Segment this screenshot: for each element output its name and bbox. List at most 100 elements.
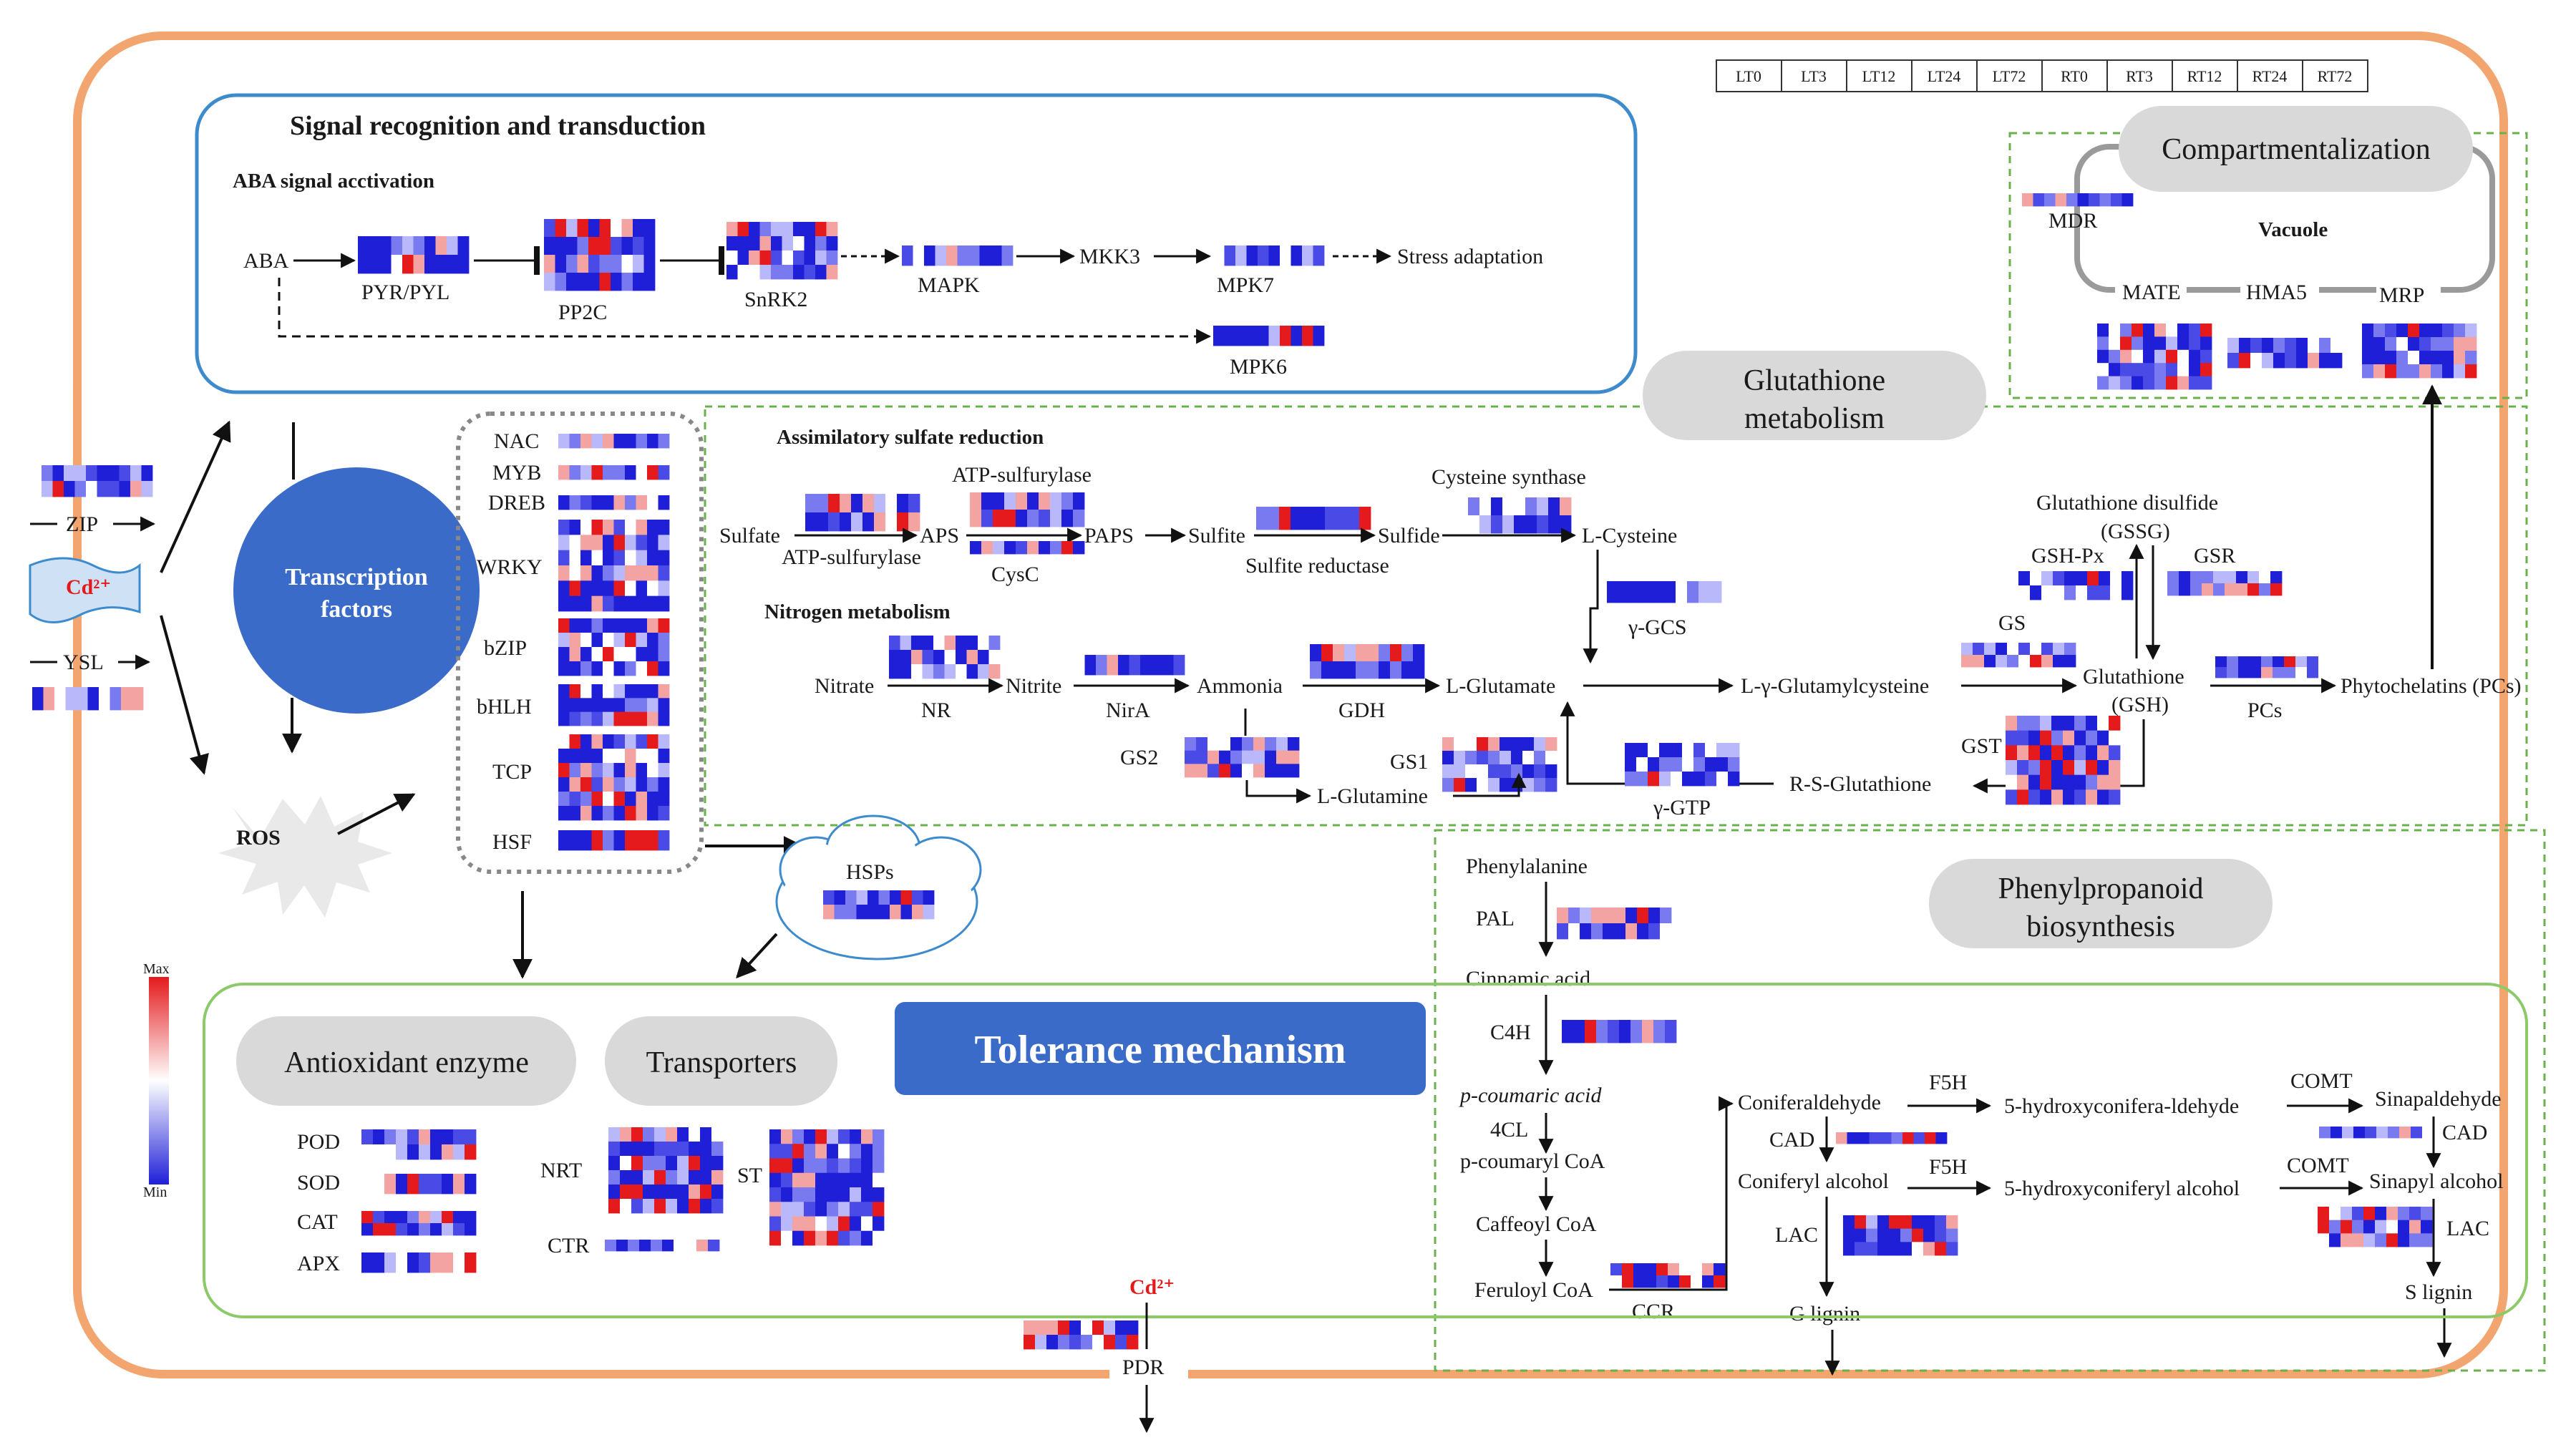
heatmap-cell (873, 1172, 885, 1188)
heatmap-cell (1641, 581, 1653, 603)
heatmap-cell (850, 1172, 862, 1188)
heatmap-cell (749, 236, 760, 251)
heatmap-cell (2121, 585, 2134, 600)
heatmap-cell (2064, 585, 2076, 600)
heatmap-cell (603, 535, 614, 551)
heatmap-cell (2422, 1127, 2434, 1139)
compartment-pill (2119, 106, 2473, 192)
heatmap-cell (625, 777, 636, 792)
heatmap-cell (1488, 751, 1500, 765)
heatmap-cell (1046, 1320, 1059, 1336)
heatmap-cell (1912, 1215, 1924, 1230)
enz-gamma-gcs: γ-GCS (1628, 616, 1687, 639)
heatmap-cell (2177, 349, 2189, 364)
heatmap-cell (465, 1144, 477, 1160)
heat-legend-bar (149, 977, 169, 1184)
heatmap-cell (1162, 655, 1174, 676)
heatmap-cell (1682, 757, 1694, 772)
heatmap-cell (631, 1156, 643, 1171)
heatmap-cell (2442, 351, 2454, 365)
heatmap-cell (1866, 1242, 1878, 1256)
met-l-gamma-glutamylcysteine: L-γ-Glutamylcysteine (1741, 674, 1929, 698)
heatmap-cell (711, 1199, 724, 1214)
heatmap-cell (956, 636, 967, 651)
heatmap-cell (453, 1129, 465, 1145)
heatmap-cell (64, 465, 75, 482)
heatmap-cell (558, 465, 570, 480)
heatmap-cell (2053, 571, 2065, 586)
heatmap-cell (1500, 737, 1512, 751)
heatmap-cell (613, 806, 626, 821)
heatmap-cell (2454, 364, 2466, 379)
heatmap-cell (1276, 764, 1288, 778)
heatmap-cell (636, 495, 648, 510)
heatmap-cell (1710, 581, 1722, 603)
heatmap-cell (2051, 760, 2064, 776)
heatmap-cell (1511, 778, 1523, 792)
heatmap-cell (1291, 507, 1303, 530)
heatmap-cell (633, 273, 644, 291)
heatmap (558, 684, 670, 726)
gene-pyr-pyl: PYR/PYL (361, 281, 449, 304)
heatmap-cell (625, 763, 636, 778)
hsps-cloud (775, 814, 982, 960)
heatmap-cell (620, 1170, 632, 1185)
heatmap-cell (603, 595, 614, 612)
heatmap-cell (2040, 789, 2052, 805)
heatmap-cell (361, 1211, 374, 1224)
heatmap-cell (2363, 1220, 2376, 1234)
heatmap-cell (2373, 351, 2386, 365)
heatmap-cell (2018, 655, 2031, 668)
heatmap-cell (988, 664, 1001, 679)
heatmap-cell (625, 633, 636, 648)
heatmap-cell (613, 647, 626, 662)
heatmap-cell (373, 1223, 385, 1236)
heatmap-cell (2177, 376, 2189, 390)
timepoint-label: RT0 (2061, 67, 2088, 85)
heatmap-cell (1630, 1020, 1643, 1043)
heatmap-cell (737, 265, 749, 280)
heatmap-cell (759, 265, 772, 280)
heatmap-cell (1573, 1020, 1585, 1043)
heatmap-cell (566, 237, 578, 256)
heatmap-cell (677, 1142, 689, 1157)
heatmap-cell (2017, 789, 2029, 805)
heatmap-cell (885, 512, 898, 532)
heatmap-cell (599, 255, 611, 273)
heatmap-cell (1185, 750, 1197, 764)
heatmap-cell (1061, 541, 1074, 555)
gene-mpk6: MPK6 (1230, 355, 1287, 379)
heatmap-cell (823, 890, 835, 905)
heatmap-cell (1310, 644, 1322, 662)
heatmap-cell (861, 1230, 873, 1246)
heatmap-cell (2007, 643, 2019, 656)
heatmap-cell (603, 734, 614, 749)
heatmap-cell (2110, 571, 2122, 586)
met-aps: APS (920, 524, 959, 548)
heatmap-cell (1984, 643, 1996, 656)
heatmap-cell (52, 465, 64, 482)
heatmap-cell (1081, 1335, 1093, 1350)
heatmap-cell (558, 595, 570, 612)
heatmap-cell (781, 1158, 793, 1174)
heatmap-cell (608, 1156, 621, 1171)
heatmap-cell (726, 265, 738, 280)
heatmap-cell (2273, 338, 2285, 354)
tf-bhlh: bHLH (477, 695, 532, 719)
heatmap-cell (1027, 541, 1039, 555)
heatmap-cell (608, 1170, 621, 1185)
met-l-glutamine: L-Glutamine (1317, 784, 1428, 808)
heatmap-cell (944, 664, 956, 679)
heatmap-cell (658, 734, 670, 749)
timepoint-header: LT0 LT3 LT12 LT24 LT72 RT0 RT3 RT12 RT24… (1716, 59, 2368, 92)
heatmap-cell (413, 255, 425, 274)
heatmap-cell (361, 1144, 374, 1160)
phenyl-title-1: Phenylpropanoid (1998, 872, 2204, 905)
heatmap-cell (603, 565, 614, 581)
heatmap-cell (970, 510, 982, 527)
heatmap-cell (1073, 492, 1085, 510)
heatmap-cell (1061, 510, 1074, 527)
heatmap (2167, 571, 2283, 596)
heatmap-cell (442, 1144, 454, 1160)
heatmap-cell (2041, 585, 2053, 600)
